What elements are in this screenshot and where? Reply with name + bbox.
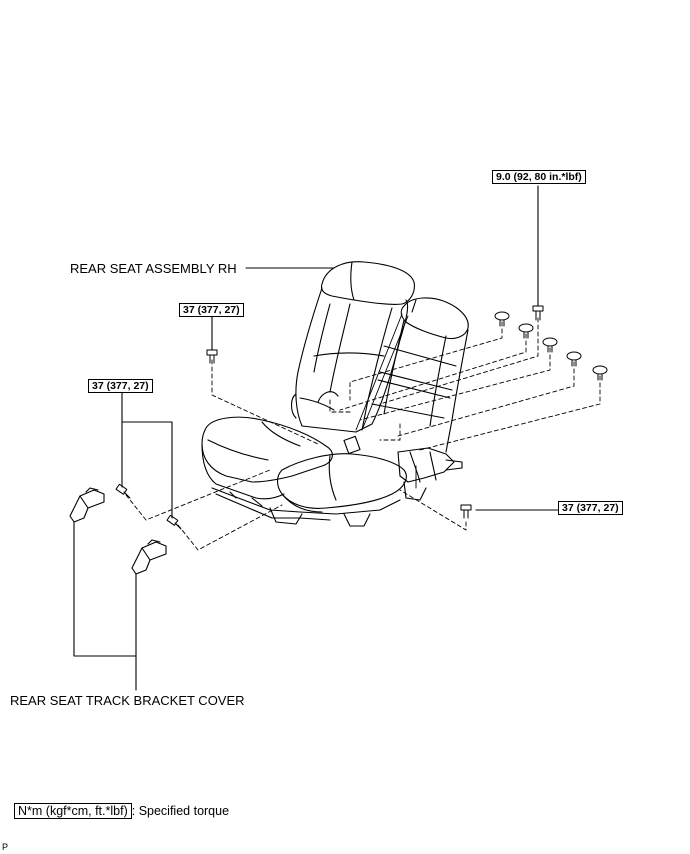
clip-3 bbox=[542, 337, 558, 353]
torque-label-top-right: 9.0 (92, 80 in.*lbf) bbox=[492, 170, 586, 184]
clip-5 bbox=[592, 365, 608, 381]
torque-bolt-right bbox=[460, 504, 472, 519]
torque-legend: N*m (kgf*cm, ft.*lbf): Specified torque bbox=[14, 803, 230, 819]
clip-1 bbox=[494, 311, 510, 327]
clip-4 bbox=[566, 351, 582, 367]
bolts bbox=[115, 305, 608, 530]
bracket-cover-label: REAR SEAT TRACK BRACKET COVER bbox=[10, 693, 245, 708]
torque-label-right: 37 (377, 27) bbox=[558, 501, 623, 515]
seat-assembly-label: REAR SEAT ASSEMBLY RH bbox=[70, 261, 237, 276]
torque-bolt-left-2 bbox=[166, 514, 182, 530]
track-bracket-covers bbox=[69, 487, 167, 575]
leader-lines bbox=[73, 185, 559, 691]
legend-description: : Specified torque bbox=[131, 804, 230, 818]
legend-unit-box: N*m (kgf*cm, ft.*lbf) bbox=[14, 803, 132, 819]
rear-seat-assembly bbox=[201, 261, 469, 527]
corner-mark: P bbox=[2, 842, 9, 852]
dashed-alignment-lines bbox=[125, 317, 601, 551]
bracket-cover-upper bbox=[69, 487, 105, 523]
torque-bolt-left-1 bbox=[115, 483, 131, 499]
torque-bolt-center-left bbox=[206, 349, 218, 364]
torque-bolt-top-right bbox=[532, 305, 544, 321]
torque-label-left: 37 (377, 27) bbox=[88, 379, 153, 393]
clip-2 bbox=[518, 323, 534, 339]
torque-label-center-left: 37 (377, 27) bbox=[179, 303, 244, 317]
bracket-cover-lower bbox=[131, 539, 167, 575]
